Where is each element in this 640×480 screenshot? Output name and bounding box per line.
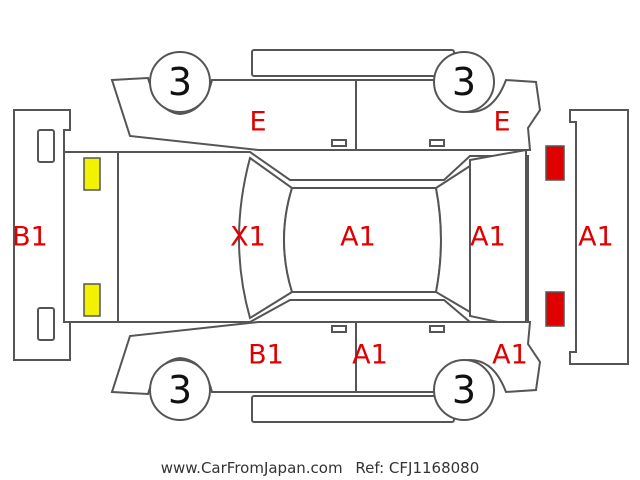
code-rear-bumper: B1 bbox=[12, 222, 48, 253]
svg-text:3: 3 bbox=[452, 60, 476, 104]
code-left-front-door: A1 bbox=[352, 340, 388, 371]
code-roof: A1 bbox=[340, 222, 376, 253]
rear-light-bottom bbox=[83, 283, 101, 317]
svg-text:3: 3 bbox=[168, 60, 192, 104]
svg-text:3: 3 bbox=[168, 368, 192, 412]
upper-handle-front bbox=[429, 139, 445, 147]
rear-bumper-slot-bottom bbox=[37, 307, 55, 341]
tire-rear-left: 3 bbox=[149, 51, 211, 113]
front-bumper bbox=[569, 109, 629, 365]
lower-handle-front bbox=[429, 325, 445, 333]
tire-rear-right: 3 bbox=[149, 359, 211, 421]
upper-handle-rear bbox=[331, 139, 347, 147]
code-hood: A1 bbox=[470, 222, 506, 253]
code-left-fender: E bbox=[249, 107, 266, 138]
rear-light-top bbox=[83, 157, 101, 191]
svg-text:3: 3 bbox=[452, 368, 476, 412]
footer-site: www.CarFromJapan.com bbox=[161, 459, 343, 477]
code-left-front-fender: A1 bbox=[492, 340, 528, 371]
front-light-bottom bbox=[545, 291, 565, 327]
lower-handle-rear bbox=[331, 325, 347, 333]
tire-front-right: 3 bbox=[433, 359, 495, 421]
tire-front-left: 3 bbox=[433, 51, 495, 113]
code-right-door: E bbox=[493, 107, 510, 138]
code-left-rear-door: B1 bbox=[248, 340, 284, 371]
footer-ref: Ref: CFJ1168080 bbox=[355, 459, 479, 477]
footer-text: www.CarFromJapan.com Ref: CFJ1168080 bbox=[161, 459, 480, 477]
code-front-bumper: A1 bbox=[578, 222, 614, 253]
front-light-top bbox=[545, 145, 565, 181]
code-rear-window: X1 bbox=[230, 222, 266, 253]
rear-bumper-slot-top bbox=[37, 129, 55, 163]
upper-roof-rail bbox=[251, 49, 455, 77]
front-windshield bbox=[434, 164, 471, 314]
lower-roof-rail bbox=[251, 395, 455, 423]
